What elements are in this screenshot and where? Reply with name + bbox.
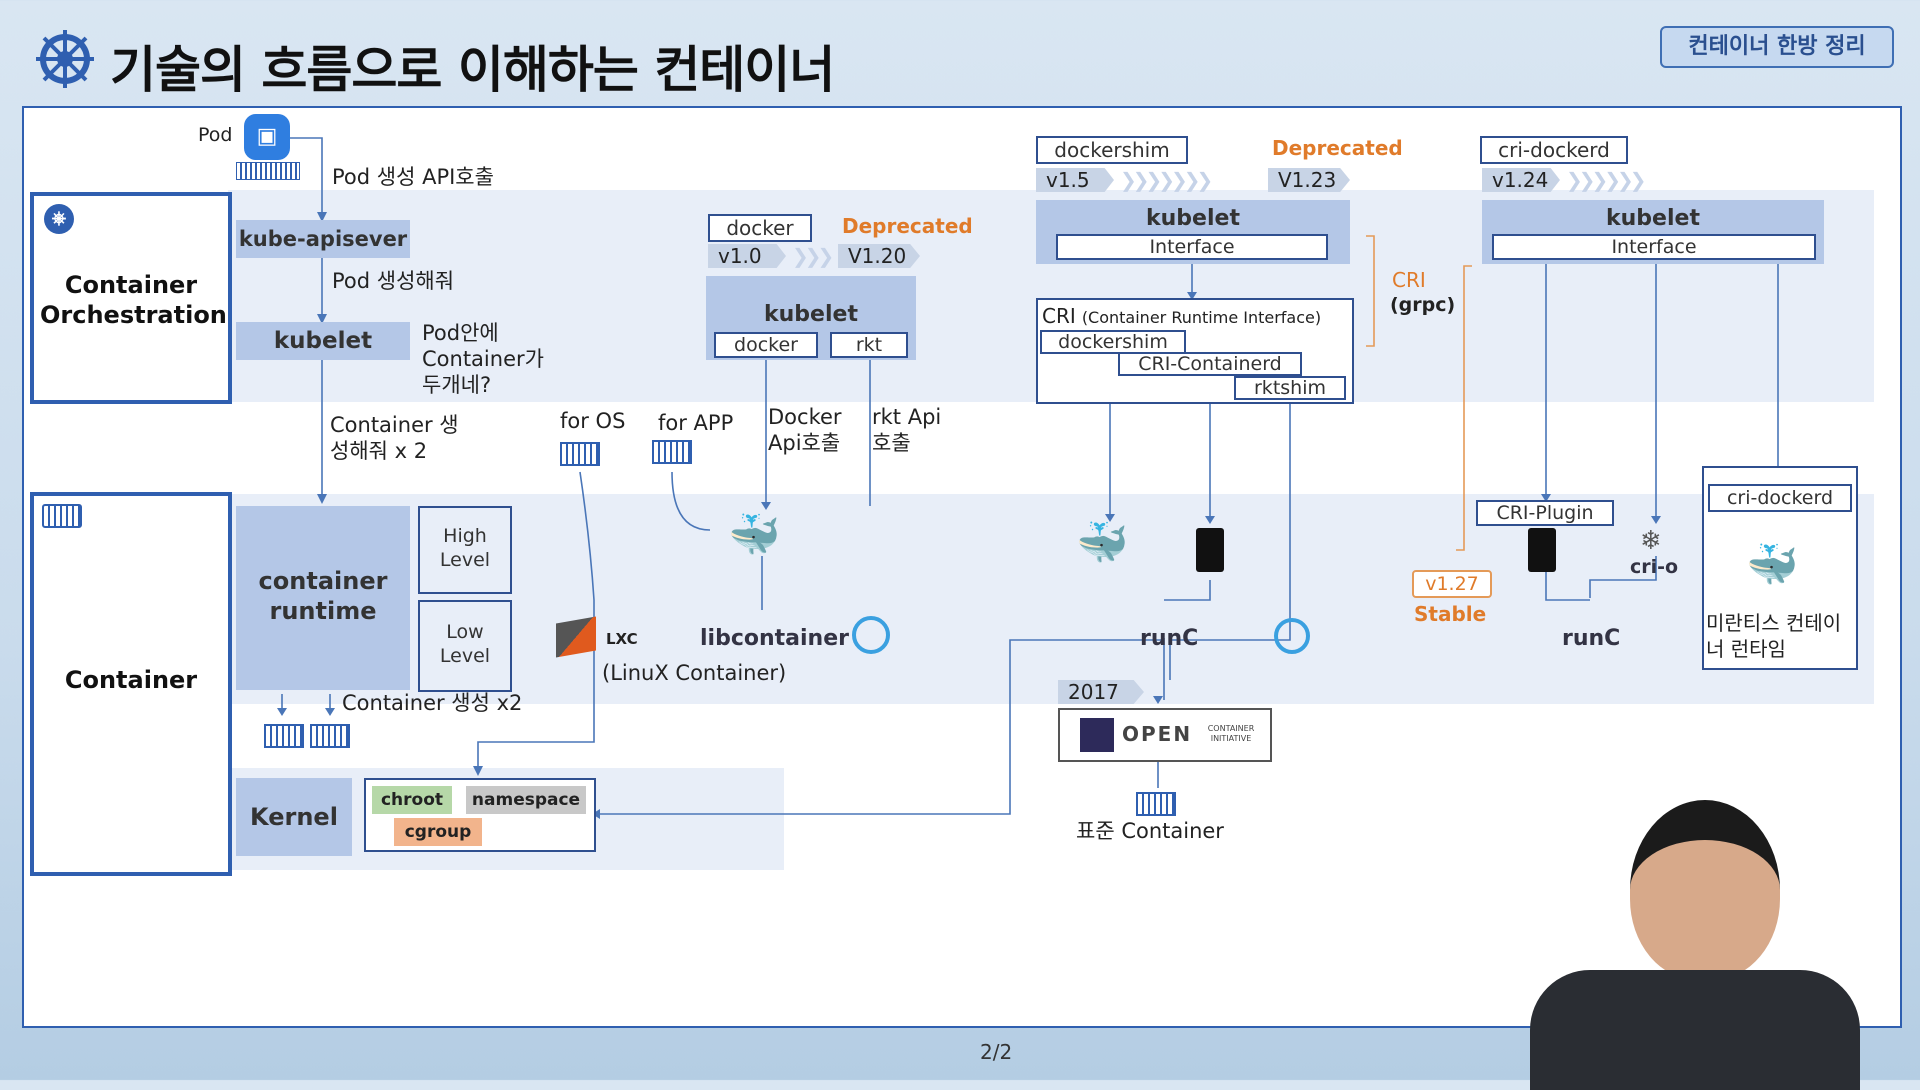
runc-label-1: runC bbox=[1140, 626, 1199, 651]
container-label: Container bbox=[64, 666, 198, 694]
orchestration-label: Container Orchestration bbox=[40, 271, 227, 329]
rktshim-box: rktshim bbox=[1234, 376, 1346, 400]
orchestration-box: ⎈ Container Orchestration bbox=[30, 192, 232, 404]
cri-containerd-box: CRI-Containerd bbox=[1118, 352, 1302, 376]
summary-badge[interactable]: 컨테이너 한방 정리 bbox=[1660, 26, 1894, 68]
container-small-icon bbox=[42, 504, 82, 528]
namespace-chip: namespace bbox=[466, 786, 586, 814]
chevrons-1: ❯❯❯ bbox=[792, 244, 834, 268]
cri-title-sub: (Container Runtime Interface) bbox=[1081, 308, 1322, 327]
lxc-label: LXC bbox=[606, 630, 638, 648]
rkt-interface-box: rkt bbox=[830, 332, 908, 358]
interface-box-1: Interface bbox=[1056, 234, 1328, 260]
pod-containers-icon bbox=[236, 162, 300, 180]
dockershim-box: dockershim bbox=[1040, 330, 1186, 354]
cri-dockerd-label-box: cri-dockerd bbox=[1480, 136, 1628, 164]
cri-dockerd-box: cri-dockerd bbox=[1708, 484, 1852, 512]
for-os-container-icon bbox=[560, 442, 600, 466]
rkt-cri-icon bbox=[1274, 618, 1310, 654]
linux-container-label: (LinuX Container) bbox=[602, 661, 787, 685]
docker-whale-cri-icon: 🐳 bbox=[1076, 518, 1129, 567]
presenter-head bbox=[1630, 800, 1780, 980]
kubernetes-logo-icon bbox=[34, 28, 96, 94]
pod-icon: ▣ bbox=[244, 114, 290, 160]
for-app-container-icon bbox=[652, 440, 692, 464]
container-icon-2 bbox=[310, 724, 350, 748]
v127-badge: v1.27 bbox=[1412, 570, 1492, 598]
container-x2-label: Container 생성 x2 bbox=[342, 691, 523, 715]
runc-label-2: runC bbox=[1562, 626, 1621, 651]
cri-plugin-box: CRI-Plugin bbox=[1476, 500, 1614, 526]
pod-create-label: Pod 생성해줘 bbox=[332, 269, 455, 293]
stable-label: Stable bbox=[1414, 602, 1487, 626]
cri-title-main: CRI bbox=[1042, 304, 1076, 328]
v124-tag: v1.24 bbox=[1482, 168, 1560, 192]
k8s-small-icon: ⎈ bbox=[44, 204, 74, 234]
pod-api-label: Pod 생성 API호출 bbox=[332, 165, 494, 189]
kubelet-block: kubelet bbox=[236, 322, 410, 360]
kube-apisever-block: kube-apisever bbox=[236, 220, 410, 258]
container-icon-1 bbox=[264, 724, 304, 748]
container-runtime-block: container runtime bbox=[236, 506, 410, 690]
for-app-label: for APP bbox=[658, 411, 734, 435]
kubelet-middle-label: kubelet bbox=[764, 302, 858, 327]
crio-icon: ❄ bbox=[1640, 526, 1662, 556]
presenter-body bbox=[1530, 970, 1860, 1090]
rkt-api-label: rkt Api호출 bbox=[872, 405, 942, 455]
cri-title: CRI (Container Runtime Interface) bbox=[1042, 304, 1321, 328]
v120-tag: V1.20 bbox=[838, 244, 920, 268]
docker-whale-icon: 🐳 bbox=[728, 510, 781, 559]
oci-label: OPEN bbox=[1122, 722, 1193, 746]
deprecated-label-1: Deprecated bbox=[842, 214, 973, 238]
v15-tag: v1.5 bbox=[1036, 168, 1114, 192]
cri-label: CRI bbox=[1392, 268, 1426, 292]
containerd-icon bbox=[1196, 528, 1224, 572]
oci-logo-icon bbox=[1080, 718, 1114, 752]
kubelet-cri-label: kubelet bbox=[1146, 206, 1240, 231]
pod-question-label: Pod안에 Container가 두개네? bbox=[422, 321, 544, 397]
page-title: 기술의 흐름으로 이해하는 컨테이너 bbox=[110, 41, 835, 99]
year-2017-tag: 2017 bbox=[1058, 680, 1144, 704]
pod-label: Pod bbox=[198, 124, 233, 146]
page-number: 2/2 bbox=[980, 1040, 1013, 1064]
v10-tag: v1.0 bbox=[708, 244, 786, 268]
low-level-label: Low Level bbox=[439, 621, 491, 667]
lxc-icon bbox=[556, 616, 596, 658]
mirantis-label: 미란티스 컨테이너 런타임 bbox=[1706, 611, 1842, 661]
chevrons-3: ❯❯❯❯❯❯ bbox=[1566, 168, 1647, 192]
docker-label-box: docker bbox=[708, 214, 812, 242]
container-box: Container bbox=[30, 492, 232, 876]
libcontainer-label: libcontainer bbox=[700, 626, 849, 651]
interface-box-2: Interface bbox=[1492, 234, 1816, 260]
cgroup-chip: cgroup bbox=[394, 818, 482, 846]
high-level-box: High Level bbox=[418, 506, 512, 594]
chevrons-2: ❯❯❯❯❯❯❯ bbox=[1120, 168, 1213, 192]
oci-small-label: CONTAINER INITIATIVE bbox=[1207, 724, 1255, 743]
grpc-label: (grpc) bbox=[1390, 294, 1456, 316]
high-level-label: High Level bbox=[439, 525, 491, 571]
containerd-right-icon bbox=[1528, 528, 1556, 572]
low-level-box: Low Level bbox=[418, 600, 512, 692]
rkt-icon bbox=[852, 616, 890, 654]
chroot-chip: chroot bbox=[372, 786, 452, 814]
std-container-label: 표준 Container bbox=[1076, 819, 1224, 843]
docker-api-label: Docker Api호출 bbox=[768, 405, 842, 455]
crio-label: cri-o bbox=[1630, 556, 1679, 578]
docker-whale-mirantis-icon: 🐳 bbox=[1746, 540, 1799, 589]
presenter-avatar bbox=[1530, 800, 1860, 1090]
container-runtime-label: container runtime bbox=[258, 567, 388, 625]
kernel-block: Kernel bbox=[236, 778, 352, 856]
container-create-label: Container 생성해줘 x 2 bbox=[330, 413, 459, 463]
oci-box: OPEN CONTAINER INITIATIVE bbox=[1058, 708, 1272, 762]
dockershim-label-box: dockershim bbox=[1036, 136, 1188, 164]
docker-interface-box: docker bbox=[714, 332, 818, 358]
std-container-icon bbox=[1136, 792, 1176, 816]
for-os-label: for OS bbox=[560, 409, 626, 433]
kubelet-right-label: kubelet bbox=[1606, 206, 1700, 231]
deprecated-label-2: Deprecated bbox=[1272, 136, 1403, 160]
v123-tag: V1.23 bbox=[1268, 168, 1350, 192]
